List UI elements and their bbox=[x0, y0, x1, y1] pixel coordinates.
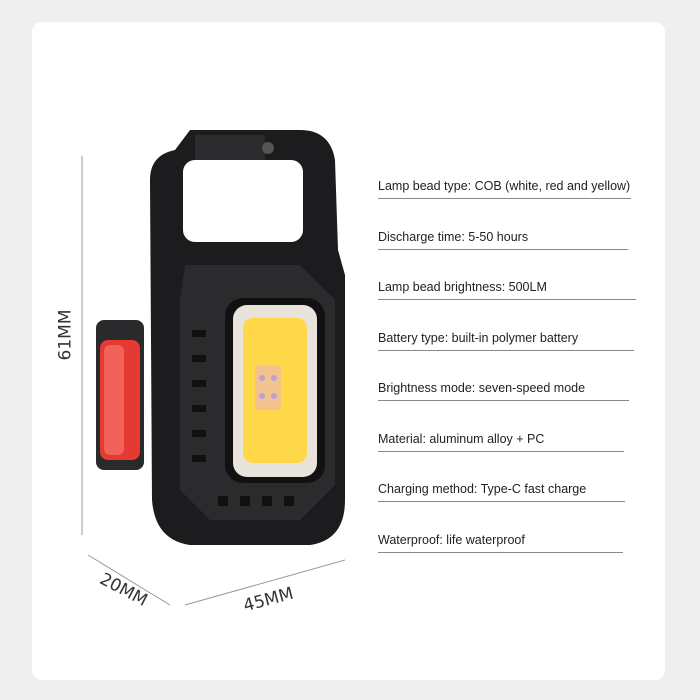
spec-waterproof: Waterproof: life waterproof bbox=[378, 533, 623, 553]
spec-charging-method: Charging method: Type-C fast charge bbox=[378, 482, 625, 502]
spec-discharge-time: Discharge time: 5-50 hours bbox=[378, 230, 628, 250]
depth-dimension-line bbox=[87, 554, 171, 606]
height-dimension-label: 61MM bbox=[55, 309, 76, 361]
spec-battery-type: Battery type: built-in polymer battery bbox=[378, 331, 634, 351]
spec-lamp-bead-brightness: Lamp bead brightness: 500LM bbox=[378, 280, 636, 300]
width-dimension-line bbox=[184, 559, 346, 606]
spec-material: Material: aluminum alloy + PC bbox=[378, 432, 624, 452]
bottle-opener-hole bbox=[183, 160, 303, 242]
spec-lamp-bead-type: Lamp bead type: COB (white, red and yell… bbox=[378, 179, 631, 199]
spec-brightness-mode: Brightness mode: seven-speed mode bbox=[378, 381, 629, 401]
